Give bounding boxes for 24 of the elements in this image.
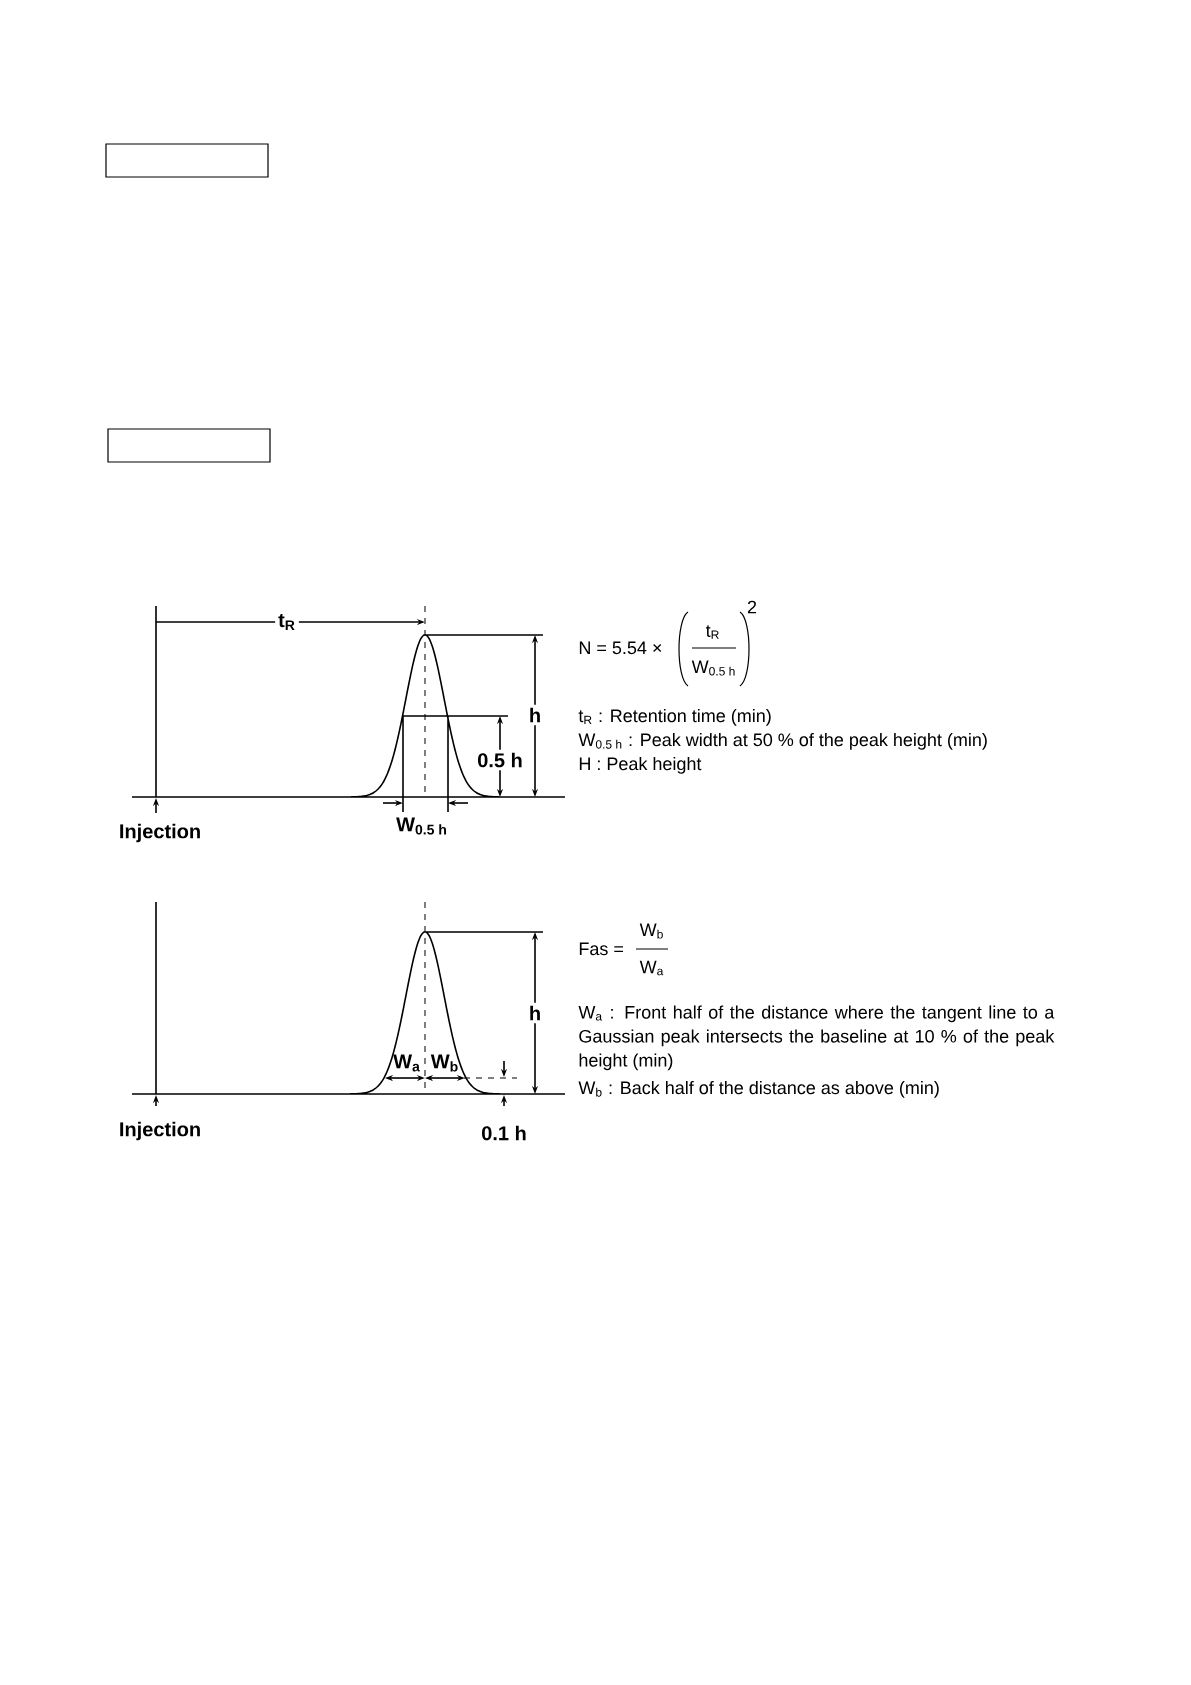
formula-text: W$_{b}$ bbox=[639, 923, 663, 939]
formula-text: W$_{a}$ bbox=[639, 960, 664, 976]
formula-text: Fas = bbox=[579, 942, 623, 956]
dimension-label: W$_{b}$ bbox=[430, 1054, 458, 1072]
formula-text: N = 5.54 × bbox=[579, 641, 662, 655]
dimension-label: 0.5 h bbox=[474, 749, 526, 771]
definition-text: W$_{a}$ : Front half of the distance where the tangent line to a Gaussian peak intersects the baseline at 10 % of the peak height (min) bbox=[578, 1005, 1055, 1071]
dimension-label: W$_{a}$ bbox=[393, 1054, 420, 1072]
definition-text: W$_{0.5 h}$ : Peak width at 50 % of the peak height (min) bbox=[578, 732, 987, 750]
definition-text: W$_{b}$ : Back half of the distance as above (min) bbox=[578, 1080, 939, 1098]
definition-text: H : Peak height bbox=[579, 756, 702, 774]
definition-text: t$_{R}$ : Retention time (min) bbox=[578, 708, 771, 726]
formula-text: 2 bbox=[747, 600, 757, 614]
axis-label: Injection bbox=[120, 1121, 200, 1141]
empty-box bbox=[107, 428, 271, 463]
dimension-label: h bbox=[525, 704, 545, 726]
axis-label: Injection bbox=[120, 823, 200, 843]
empty-box bbox=[105, 143, 269, 178]
axis-label: t$_{R}$ bbox=[275, 611, 299, 634]
dimension-label: h bbox=[525, 1002, 545, 1024]
formula-text: W$_{0.5 h}$ bbox=[691, 660, 735, 676]
formula-text: t$_{R}$ bbox=[705, 625, 719, 639]
dimension-label: 0.1 h bbox=[482, 1125, 526, 1141]
dimension-label: W$_{0.5 h}$ bbox=[396, 817, 446, 835]
